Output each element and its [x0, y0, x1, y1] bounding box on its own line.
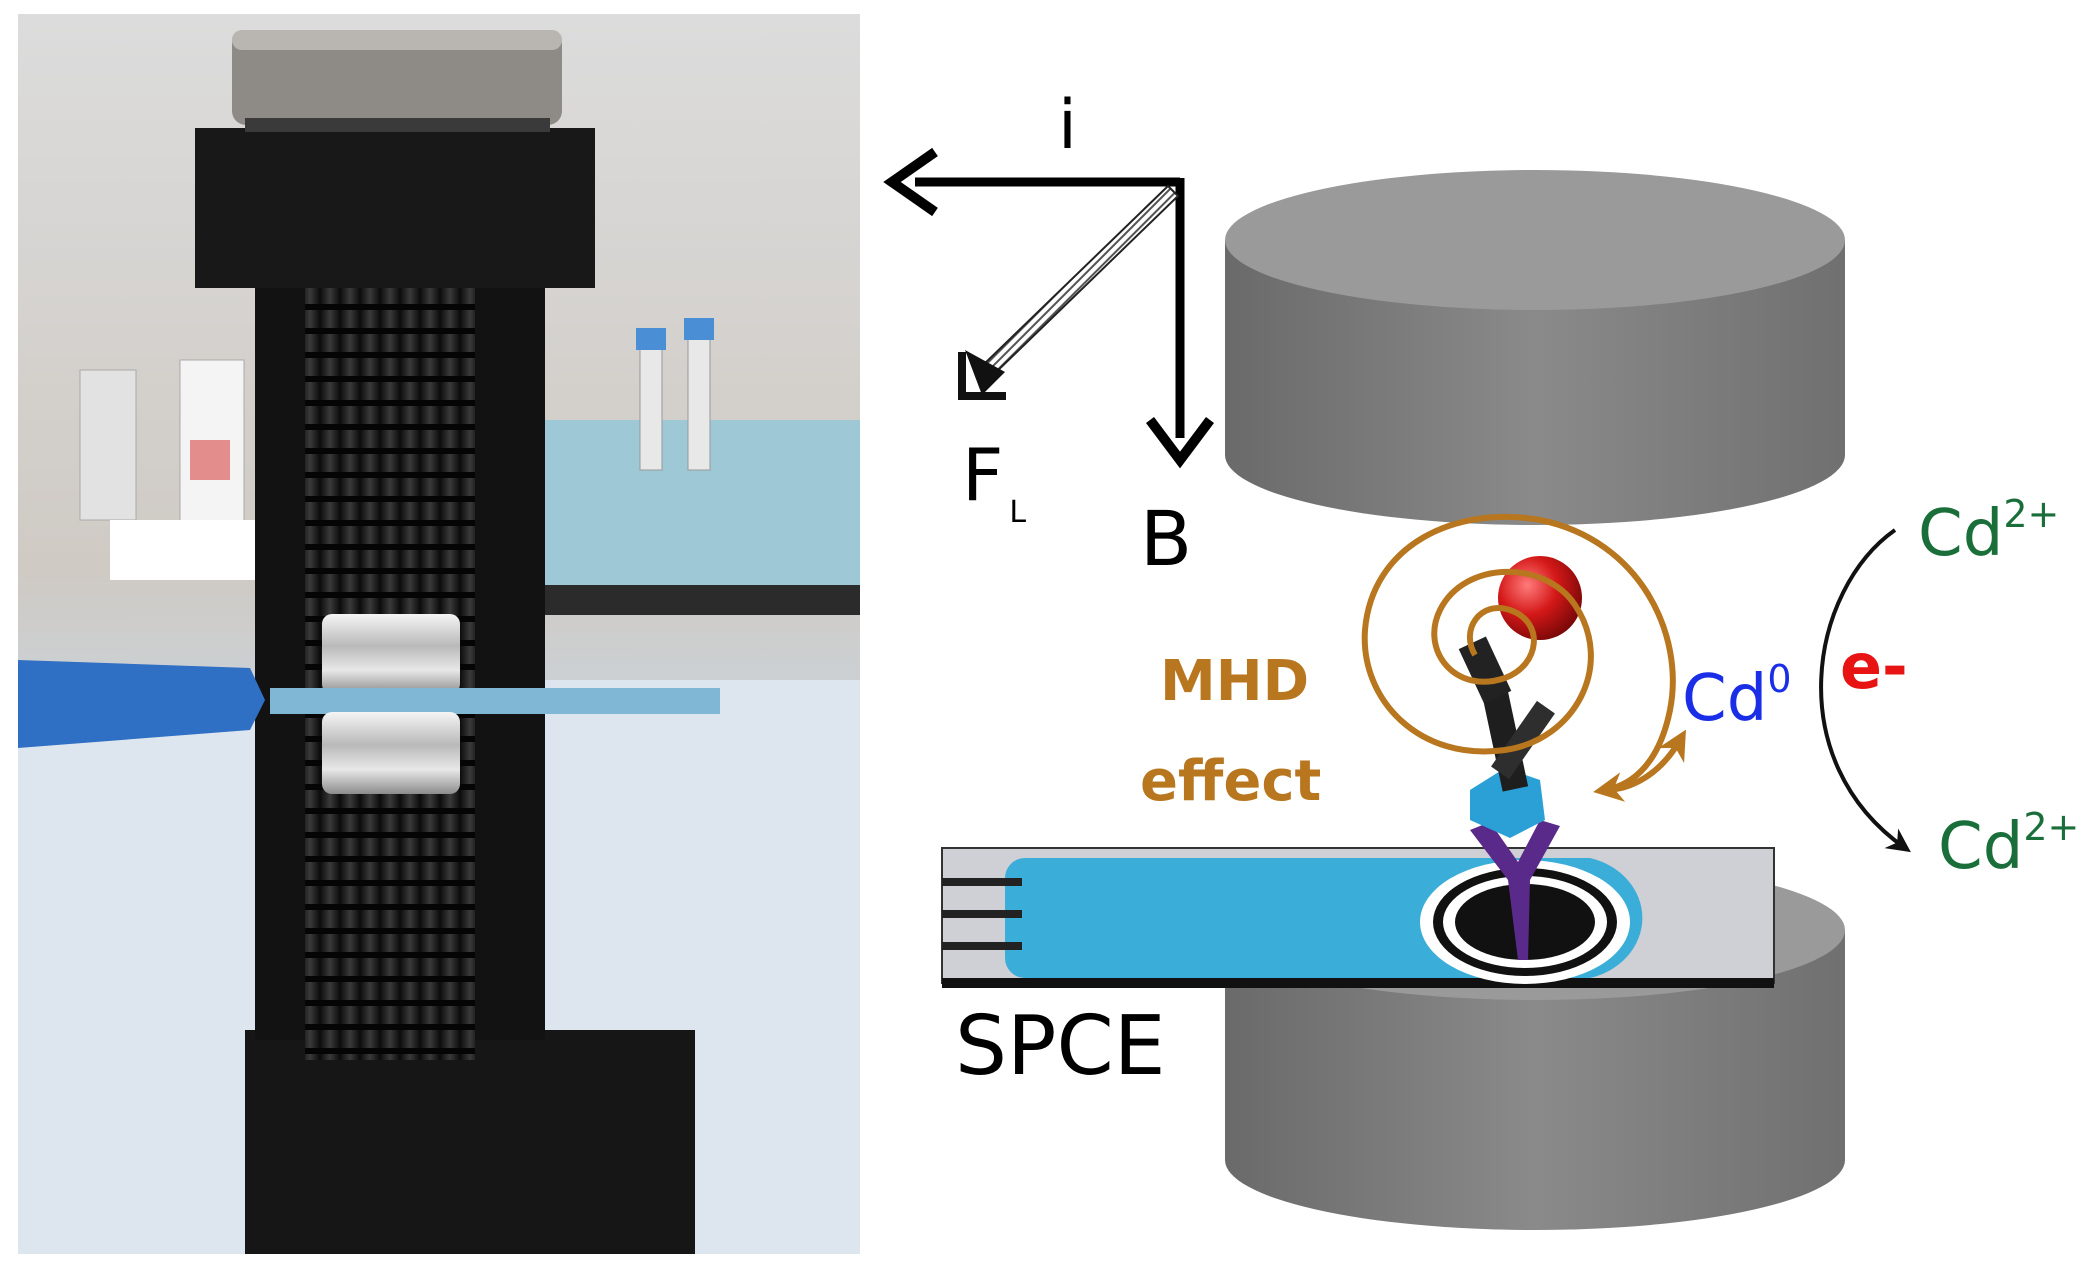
blue-cable	[18, 660, 265, 748]
vector-axes	[883, 147, 1214, 469]
lorentz-force-base: F	[962, 433, 1003, 517]
spce-label: SPCE	[955, 999, 1166, 1094]
mhd-label-line1: MHD	[1160, 649, 1309, 714]
cd0-superscript: 0	[1767, 657, 1791, 701]
knob	[232, 30, 562, 125]
lower-ring-magnet	[322, 712, 460, 794]
holder-top	[195, 128, 595, 288]
current-label: i	[1058, 86, 1077, 165]
spce-electrode	[941, 847, 1775, 988]
mhd-label-line2: effect	[1140, 749, 1321, 814]
magnetic-holder-photo	[18, 14, 860, 1254]
redox-label-ball	[1498, 556, 1582, 640]
holder-base	[245, 1030, 695, 1254]
field-label: B	[1140, 494, 1192, 583]
cd2-bottom-base: Cd	[1938, 810, 2023, 884]
cd2-top-base: Cd	[1918, 497, 2003, 571]
bioreceptor-molecule	[1458, 556, 1582, 960]
cd2-bottom-superscript: 2+	[2023, 805, 2079, 849]
cd2-top-label: Cd2+	[1918, 492, 2059, 571]
upper-magnet	[1225, 170, 1845, 525]
electrode-strip-photo	[270, 688, 720, 714]
lorentz-force-subscript: L	[1009, 495, 1026, 530]
cd2-bottom-label: Cd2+	[1938, 805, 2079, 884]
lorentz-force-arrow	[978, 184, 1180, 380]
cd2-top-superscript: 2+	[2003, 492, 2059, 536]
electron-label: e-	[1840, 630, 1908, 703]
upper-ring-magnet	[322, 614, 460, 694]
cd0-base: Cd	[1682, 662, 1767, 736]
electron-transfer-arrow	[1819, 528, 1911, 853]
mhd-outflow-arrow	[1604, 729, 1686, 793]
cd0-label: Cd0	[1682, 657, 1792, 736]
mhd-spiral	[1361, 513, 1676, 802]
vials	[79, 318, 714, 531]
